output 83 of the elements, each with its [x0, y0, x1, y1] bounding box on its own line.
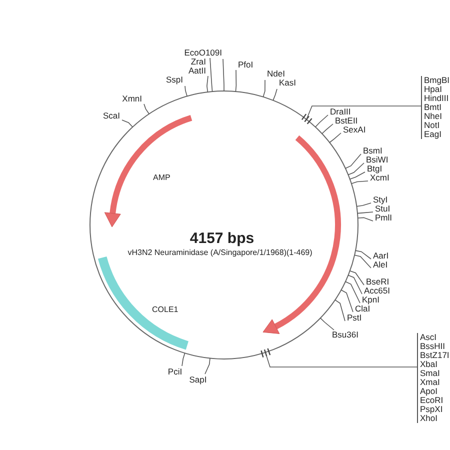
leader-line: [357, 217, 374, 222]
enzyme-label: EagI: [424, 130, 442, 139]
leader-line: [222, 58, 224, 92]
enzyme-label: SexAI: [343, 126, 366, 134]
enzyme-label: NotI: [424, 121, 441, 130]
enzyme-label: BmtI: [424, 103, 442, 112]
leader-line: [348, 162, 364, 176]
leader-line: [357, 212, 374, 214]
leader-line: [322, 124, 334, 134]
enzyme-label: SmaI: [420, 369, 441, 378]
enzyme-label: BsiWI: [366, 156, 388, 164]
leader-line: [206, 76, 208, 92]
enzyme-list: [417, 333, 450, 423]
plasmid-size: 4157 bps: [190, 228, 254, 249]
enzyme-label: PstI: [347, 314, 362, 322]
leader-line: [355, 250, 372, 260]
enzyme-label: ApoI: [420, 387, 438, 396]
enzyme-label: PciI: [168, 368, 182, 376]
enzyme-label: KasI: [279, 78, 296, 88]
leader-line: [351, 180, 368, 184]
enzyme-label: PmlI: [375, 214, 392, 222]
enzyme-label: EcoRI: [420, 396, 444, 405]
leader-line: [348, 274, 362, 294]
enzyme-label: AleI: [373, 260, 388, 270]
enzyme-label: ZraI: [190, 58, 206, 66]
enzyme-list: [421, 76, 450, 139]
leader-line: [356, 202, 372, 207]
leader-line: [350, 270, 364, 286]
enzyme-label: StuI: [375, 204, 390, 214]
leader-line: [345, 154, 362, 169]
enzyme-label: AscI: [420, 333, 438, 342]
enzyme-label: BmgBI: [424, 76, 450, 85]
enzyme-label: ClaI: [355, 304, 370, 314]
leader-line: [184, 86, 188, 97]
enzyme-label: BseRI: [366, 278, 390, 286]
enzyme-label: AatII: [188, 66, 206, 76]
enzyme-label: Acc65I: [364, 286, 390, 296]
enzyme-label: NdeI: [267, 70, 285, 78]
enzyme-label: HindIII: [424, 94, 450, 103]
enzyme-label: BstEII: [335, 116, 358, 126]
enzyme-label: XmnI: [122, 94, 142, 104]
leader-line: [306, 106, 422, 120]
enzyme-label: SspI: [166, 76, 183, 84]
leader-line: [340, 290, 354, 312]
enzyme-label: ScaI: [102, 112, 120, 120]
enzyme-label: XbaI: [420, 360, 438, 369]
leader-line: [272, 88, 278, 101]
leader-line: [182, 352, 186, 366]
enzyme-label: PspXI: [420, 405, 444, 414]
enzyme-label: KpnI: [362, 296, 380, 304]
enzyme-label: XcmI: [370, 174, 390, 182]
enzyme-label: BssHII: [420, 342, 446, 351]
leader-line: [262, 80, 266, 98]
enzyme-label: StyI: [373, 196, 388, 204]
enzyme-label: AarI: [373, 252, 389, 260]
enzyme-label: BsmI: [363, 146, 382, 156]
enzyme-label: EcoO109I: [184, 48, 222, 58]
leader-line: [334, 300, 346, 322]
feature-label: COLE1: [152, 305, 178, 314]
leader-line: [210, 58, 213, 92]
enzyme-label: XmaI: [420, 378, 441, 387]
enzyme-label: Bsu36I: [332, 330, 358, 340]
leader-line: [350, 172, 366, 180]
leader-line: [204, 358, 210, 374]
enzyme-label: DraIII: [330, 108, 351, 116]
feature-label: AMP: [153, 173, 170, 182]
enzyme-label: HpaI: [424, 85, 442, 94]
leader-line: [329, 132, 342, 143]
enzyme-label: PfoI: [238, 60, 254, 70]
leader-line: [320, 318, 334, 330]
enzyme-label: BtgI: [367, 164, 382, 174]
enzyme-label: XhoI: [420, 414, 438, 423]
enzyme-label: BstZ17I: [420, 351, 450, 360]
enzyme-label: NheI: [424, 112, 443, 121]
leader-line: [354, 254, 372, 268]
leader-line: [144, 104, 150, 114]
leader-line: [345, 281, 360, 304]
leader-line: [122, 120, 134, 128]
insert-description: vH3N2 Neuraminidase (A/Singapore/1/1968)(1-469): [128, 247, 312, 259]
leader-line: [265, 352, 418, 368]
leader-line: [235, 70, 237, 92]
leader-line: [315, 114, 328, 128]
enzyme-label: SapI: [189, 376, 207, 384]
